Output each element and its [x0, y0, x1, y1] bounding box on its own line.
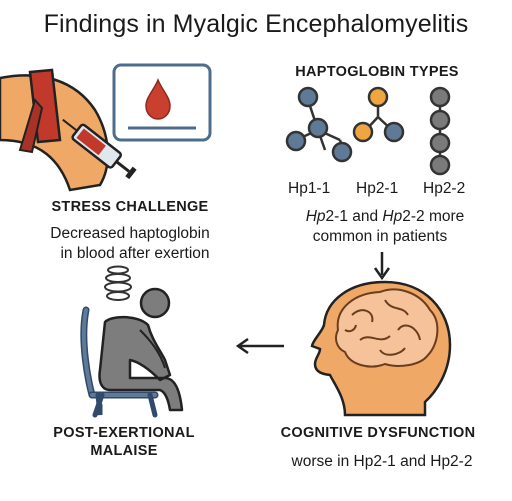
dizzy-spiral-icon — [104, 265, 132, 301]
page-title: Findings in Myalgic Encephalomyelitis — [43, 10, 469, 38]
syringe-icon — [62, 118, 137, 180]
hp2-2-molecule-icon — [429, 86, 451, 176]
cognitive-text: worse in Hp2-1 and Hp2-2 — [291, 453, 473, 470]
cognitive-heading: COGNITIVE DYSFUNCTION — [280, 425, 476, 441]
brain-icon — [335, 288, 439, 368]
hp-type-label: Hp1-1 — [288, 180, 331, 197]
hp-type-label: Hp2-2 — [423, 180, 466, 197]
haptoglobin-heading: HAPTOGLOBIN TYPES — [295, 64, 459, 80]
person-head — [139, 287, 171, 319]
haptoglobin-note-line-1: Hp2-1 and Hp2-2 more — [305, 208, 465, 225]
person-body — [98, 315, 184, 412]
hp2-1-molecule-icon — [352, 86, 405, 143]
stress-line-2: in blood after exertion — [60, 245, 210, 262]
stress-line-1: Decreased haptoglobin — [50, 225, 210, 242]
hp-type-label: Hp2-1 — [356, 180, 399, 197]
blood-drop-icon — [145, 77, 171, 120]
haptoglobin-note-line-2: common in patients — [312, 228, 448, 245]
pem-heading-line-2: MALAISE — [90, 443, 158, 459]
pem-heading-line-1: POST-EXERTIONAL — [53, 425, 195, 441]
stress-heading: STRESS CHALLENGE — [51, 199, 209, 215]
hp1-1-molecule-icon — [285, 86, 353, 163]
